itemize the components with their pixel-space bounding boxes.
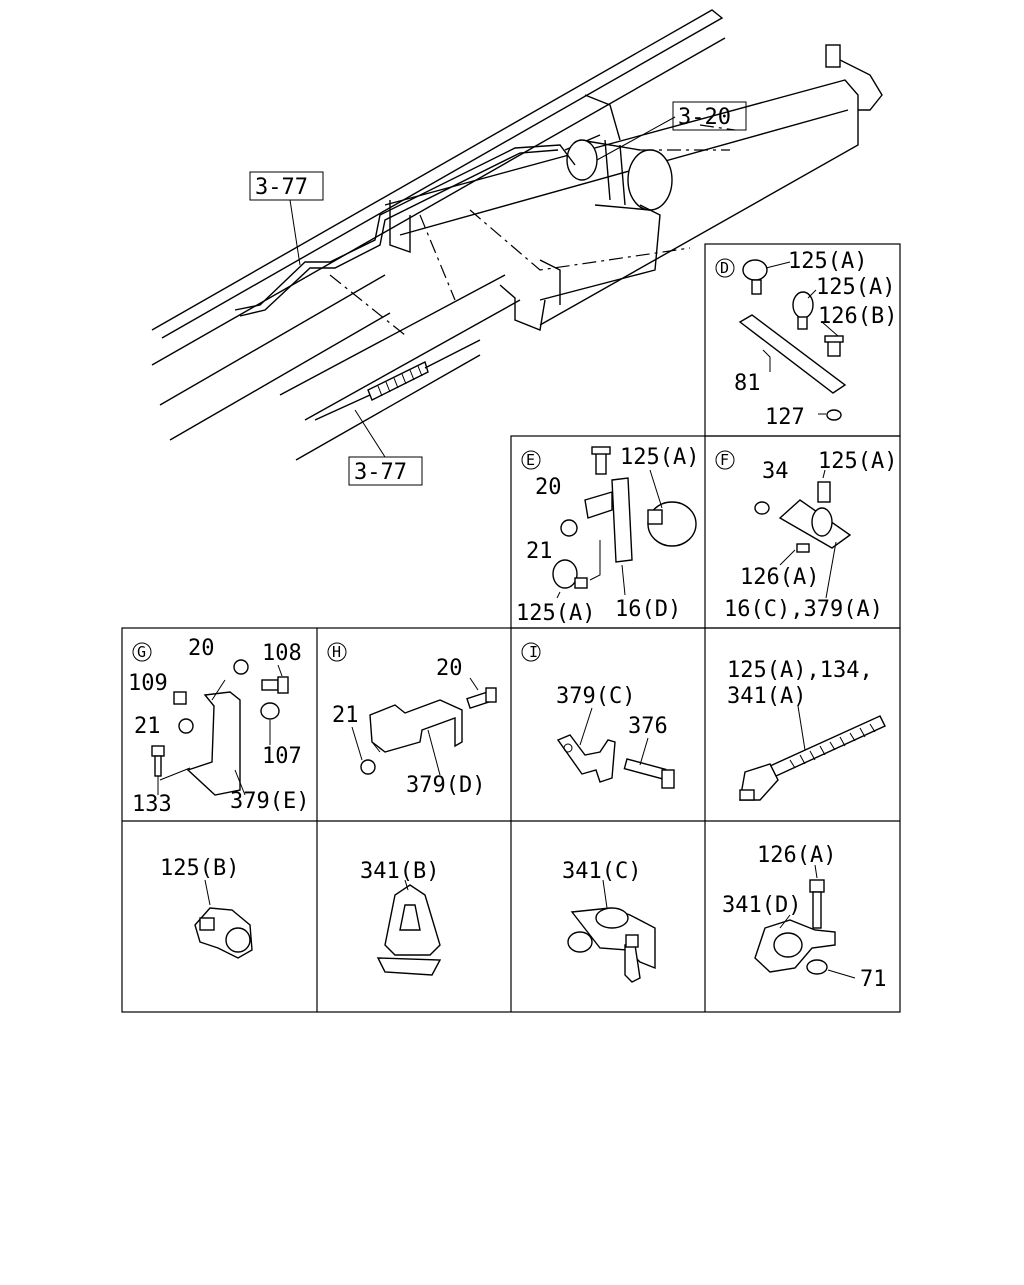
panel-d: D 125(A) 125(A) 126(B) 81 127 [715,249,897,430]
svg-text:125(A),134,: 125(A),134, [727,658,873,683]
ref-3-77-top[interactable]: 3-77 [249,171,324,266]
svg-text:I: I [529,643,538,661]
svg-text:125(A): 125(A) [818,449,897,474]
svg-text:108: 108 [262,641,302,666]
svg-text:G: G [137,643,146,661]
svg-text:D: D [720,259,729,277]
svg-text:16(C),379(A): 16(C),379(A) [724,597,883,622]
svg-text:34: 34 [762,459,789,484]
svg-text:379(E): 379(E) [230,789,309,814]
svg-text:126(B): 126(B) [818,304,897,329]
svg-text:3-77: 3-77 [255,175,308,200]
panel-i: I 379(C) 376 [521,642,675,789]
panel-h: H 20 21 379(D) [327,642,497,798]
svg-text:E: E [526,451,535,469]
panel-clip-125b: 125(B) [160,856,253,959]
svg-text:341(B): 341(B) [360,859,439,884]
svg-text:109: 109 [128,671,168,696]
svg-text:107: 107 [262,744,302,769]
svg-text:125(A): 125(A) [516,601,595,626]
svg-text:H: H [332,643,341,661]
svg-text:125(A): 125(A) [788,249,867,274]
svg-text:125(A): 125(A) [816,275,895,300]
brake-pipes [234,44,883,317]
svg-text:379(C): 379(C) [556,684,635,709]
cable-spring [314,339,481,421]
panel-e: E 125(A) 20 21 125(A) 16(D) [516,445,699,626]
svg-text:81: 81 [734,371,761,396]
svg-text:126(A): 126(A) [757,843,836,868]
svg-text:71: 71 [860,967,887,992]
panel-clip-341d: 126(A) 341(D) 71 [722,843,887,992]
svg-text:21: 21 [332,703,359,728]
svg-text:20: 20 [188,636,215,661]
svg-text:20: 20 [535,475,562,500]
panel-g: G 20 108 109 21 107 133 379(E) [128,636,309,817]
svg-text:125(A): 125(A) [620,445,699,470]
svg-text:341(C): 341(C) [562,859,641,884]
svg-text:376: 376 [628,714,668,739]
svg-text:126(A): 126(A) [740,565,819,590]
svg-text:20: 20 [436,656,463,681]
panel-cable-tie: 125(A),134, 341(A) [727,658,886,801]
ref-3-77-bottom[interactable]: 3-77 [348,409,423,486]
panel-f: F 34 125(A) 126(A) 16(C),379(A) [715,449,897,622]
svg-text:21: 21 [134,714,161,739]
svg-text:127: 127 [765,405,805,430]
ref-3-20[interactable]: 3-20 [596,101,747,161]
frame-overview: 3-20 3-77 3-77 [151,9,883,486]
panel-grid [121,243,901,1013]
svg-text:21: 21 [526,539,553,564]
svg-text:125(B): 125(B) [160,856,239,881]
svg-text:341(D): 341(D) [722,893,801,918]
svg-text:379(D): 379(D) [406,773,485,798]
svg-text:133: 133 [132,792,172,817]
svg-text:F: F [720,451,729,469]
air-tank [564,134,673,211]
svg-text:3-20: 3-20 [678,105,731,130]
svg-text:341(A): 341(A) [727,684,806,709]
svg-text:3-77: 3-77 [354,460,407,485]
svg-text:16(D): 16(D) [615,597,681,622]
panel-clip-341b: 341(B) [360,859,442,976]
panel-clip-341c: 341(C) [562,859,656,983]
